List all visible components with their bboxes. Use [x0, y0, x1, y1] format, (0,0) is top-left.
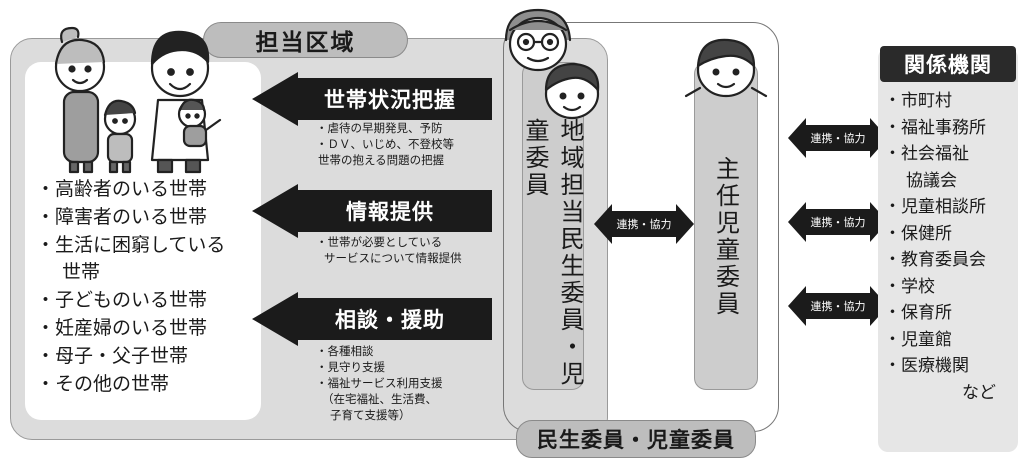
coop-label-bottom: 連携・協力 [810, 300, 866, 313]
coop-arrow-middle [788, 202, 888, 242]
role-desc-line: サービスについて情報提供 [324, 251, 462, 265]
household-item: ・生活に困窮している [36, 233, 226, 256]
household-item: ・妊産婦のいる世帯 [36, 316, 208, 339]
role-desc-line: ・世帯が必要としている [316, 235, 443, 249]
role-desc-info: ・世帯が必要としている サービスについて情報提供 [316, 234, 462, 266]
household-item: ・子どものいる世帯 [36, 289, 208, 312]
role-desc-line: 世帯の抱える問題の把握 [318, 153, 445, 167]
senior-commissioner-illustration-icon [504, 8, 572, 72]
agency-item: ・保育所 [884, 303, 952, 323]
role-desc-line: 子育て支援等） [330, 408, 411, 422]
area-commissioner-label: 地域担当民生委員・児童委員 [521, 118, 584, 388]
role-label-info: 情報提供 [346, 200, 434, 224]
coop-label-middle: 連携・協力 [810, 216, 866, 229]
role-desc-status: ・虐待の早期発見、予防 ・ＤＶ、いじめ、不登校等 世帯の抱える問題の把握 [316, 120, 454, 168]
agency-item: ・学校 [884, 276, 935, 297]
agency-item: ・福祉事務所 [884, 117, 986, 138]
chief-commissioner-illustration-icon [684, 38, 768, 98]
agency-item: ・市町村 [884, 91, 952, 111]
household-item: ・その他の世帯 [36, 372, 170, 395]
agency-item: ・医療機関 [884, 356, 969, 376]
coop-arrow-center [594, 204, 694, 244]
role-desc-line: ・ＤＶ、いじめ、不登校等 [316, 137, 454, 151]
agency-item: 協議会 [906, 170, 957, 191]
role-desc-line: ・虐待の早期発見、予防 [316, 121, 443, 135]
agencies-title: 関係機関 [880, 46, 1016, 82]
household-item: ・高齢者のいる世帯 [36, 178, 208, 200]
coop-label-top: 連携・協力 [810, 132, 866, 145]
role-label-status: 世帯状況把握 [324, 88, 456, 112]
role-desc-consult: ・各種相談 ・見守り支援 ・福祉サービス利用支援 （在宅福祉、生活費、 子育て支… [316, 343, 443, 423]
area-label: 担当区域 [203, 22, 408, 58]
agency-item: など [962, 382, 996, 403]
agency-item: ・社会福祉 [884, 144, 969, 164]
role-desc-line: （在宅福祉、生活費、 [322, 392, 437, 406]
role-arrow-info [252, 184, 492, 238]
role-arrow-status [252, 72, 492, 126]
household-item: 世帯 [62, 261, 101, 284]
coop-arrow-bottom [788, 286, 888, 326]
chief-commissioner-box [694, 62, 758, 390]
agency-item: ・児童館 [884, 329, 952, 350]
agencies-list: ・市町村・福祉事務所・社会福祉協議会・児童相談所・保健所・教育委員会・学校・保育… [884, 88, 1020, 406]
coop-label-center: 連携・協力 [616, 218, 672, 231]
household-item: ・障害者のいる世帯 [36, 205, 208, 228]
family-illustration-icon [54, 26, 222, 174]
agency-item: ・児童相談所 [884, 197, 986, 217]
role-desc-line: ・見守り支援 [316, 360, 385, 374]
household-item: ・母子・父子世帯 [36, 344, 189, 367]
chief-commissioner-label: 主任児童委員 [711, 156, 740, 318]
agency-item: ・教育委員会 [884, 250, 986, 270]
role-desc-line: ・各種相談 [316, 344, 374, 358]
household-list: ・高齢者のいる世帯・障害者のいる世帯・生活に困窮している世帯・子どものいる世帯・… [36, 176, 256, 398]
coop-arrow-top [788, 118, 888, 158]
commissioner-woman-illustration-icon [544, 62, 600, 120]
role-desc-line: ・福祉サービス利用支援 [316, 376, 443, 390]
role-arrow-consult [252, 292, 492, 346]
role-label-consult: 相談・援助 [335, 308, 445, 332]
agency-item: ・保健所 [884, 223, 952, 244]
agencies-box [878, 48, 1018, 452]
commissioners-label: 民生委員・児童委員 [516, 420, 756, 458]
